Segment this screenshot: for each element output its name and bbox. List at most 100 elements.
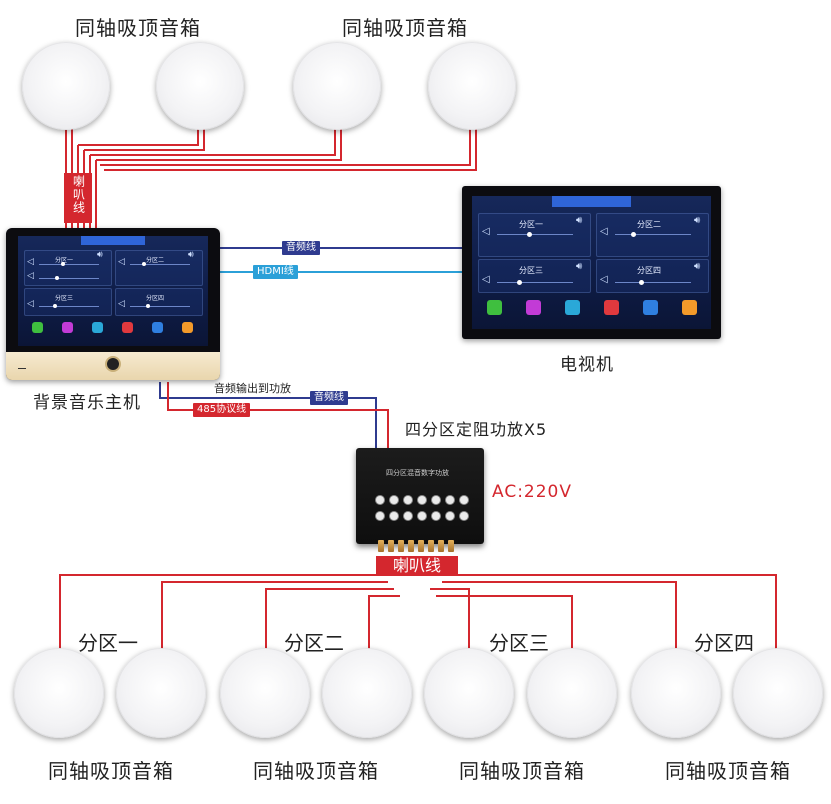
tv-tab-2[interactable] bbox=[551, 196, 632, 207]
amp-knob[interactable] bbox=[390, 512, 398, 520]
volume-low-icon: ◁ bbox=[118, 299, 125, 309]
bluetooth-icon[interactable] bbox=[92, 322, 103, 333]
host-tab-2[interactable] bbox=[81, 236, 145, 245]
tv-zone-card-2[interactable]: 分区二 🔊︎ ◁ bbox=[596, 213, 709, 257]
compass-icon[interactable] bbox=[152, 322, 163, 333]
bottom-speaker-label-2: 同轴吸顶音箱 bbox=[253, 759, 379, 783]
tv-tab-1[interactable] bbox=[472, 196, 552, 207]
tv-zone-card-1[interactable]: 分区一 🔊︎ ◁ bbox=[478, 213, 591, 257]
slider-knob[interactable] bbox=[61, 262, 65, 266]
volume-slider[interactable] bbox=[39, 306, 99, 307]
bottom-speaker-label-1: 同轴吸顶音箱 bbox=[48, 759, 174, 783]
host-zone-name: 分区四 bbox=[146, 295, 165, 302]
volume-low-icon: ◁ bbox=[118, 257, 125, 267]
volume-slider[interactable] bbox=[130, 306, 190, 307]
slider-knob[interactable] bbox=[142, 262, 146, 266]
amp-knob[interactable] bbox=[418, 496, 426, 504]
amp-terminal bbox=[428, 540, 434, 552]
tv-tab-3[interactable] bbox=[631, 196, 711, 207]
amp-terminal bbox=[398, 540, 404, 552]
host-zone-card-2[interactable]: 分区二 🔊︎ ◁ bbox=[115, 250, 203, 286]
web-icon[interactable] bbox=[62, 322, 73, 333]
tv-zone-name: 分区四 bbox=[637, 266, 661, 275]
amp-knob[interactable] bbox=[446, 512, 454, 520]
audio-wire-amp bbox=[159, 382, 377, 450]
volume-slider[interactable] bbox=[497, 282, 573, 283]
volume-slider[interactable] bbox=[497, 234, 573, 235]
amp-knob[interactable] bbox=[418, 512, 426, 520]
ceiling-speaker-bottom-6 bbox=[527, 648, 617, 738]
amp-knob[interactable] bbox=[460, 512, 468, 520]
host-zone-card-1[interactable]: 分区一 🔊︎ ◁ ◁ bbox=[24, 250, 112, 286]
amp-title: 四分区定阻功放X5 bbox=[405, 420, 548, 439]
tv-tabbar bbox=[472, 196, 711, 207]
volume-slider[interactable] bbox=[615, 282, 691, 283]
bluetooth-icon[interactable] bbox=[565, 300, 580, 315]
protocol-cable-label: 485协议线 bbox=[193, 403, 251, 417]
tv-zone-card-4[interactable]: 分区四 🔊︎ ◁ bbox=[596, 259, 709, 293]
volume-slider[interactable] bbox=[39, 278, 99, 279]
slider-knob[interactable] bbox=[639, 280, 644, 285]
slider-knob[interactable] bbox=[53, 304, 57, 308]
host-zone-name: 分区一 bbox=[55, 257, 74, 264]
host-zone-card-3[interactable]: 分区三 ◁ bbox=[24, 288, 112, 316]
slider-knob[interactable] bbox=[631, 232, 636, 237]
amp-terminal bbox=[388, 540, 394, 552]
bottom-speaker-wires bbox=[59, 574, 777, 650]
ceiling-speaker-bottom-2 bbox=[116, 648, 206, 738]
settings-icon[interactable] bbox=[182, 322, 193, 333]
bezel-mark bbox=[18, 368, 26, 369]
amp-knob[interactable] bbox=[460, 496, 468, 504]
amp-knob[interactable] bbox=[390, 496, 398, 504]
aux-icon[interactable] bbox=[122, 322, 133, 333]
audio-cable-label: 音频线 bbox=[282, 241, 320, 255]
slider-knob[interactable] bbox=[527, 232, 532, 237]
amp-knob[interactable] bbox=[432, 496, 440, 504]
tv-screen: 分区一 🔊︎ ◁ 分区二 🔊︎ ◁ 分区三 🔊︎ ◁ 分区四 🔊︎ ◁ bbox=[472, 196, 711, 329]
web-icon[interactable] bbox=[526, 300, 541, 315]
zone-label-4: 分区四 bbox=[694, 631, 754, 655]
ceiling-speaker-top-4 bbox=[428, 42, 516, 130]
tv-zone-name: 分区三 bbox=[519, 266, 543, 275]
home-button[interactable] bbox=[107, 358, 119, 370]
amp-knob[interactable] bbox=[376, 512, 384, 520]
volume-slider[interactable] bbox=[39, 264, 99, 265]
slider-knob[interactable] bbox=[55, 276, 59, 280]
host-screen: 分区一 🔊︎ ◁ ◁ 分区二 🔊︎ ◁ 分区三 ◁ 分区四 ◁ bbox=[18, 236, 208, 346]
volume-low-icon: ◁ bbox=[482, 226, 490, 237]
host-tab-1[interactable] bbox=[18, 236, 81, 245]
amp-knob[interactable] bbox=[446, 496, 454, 504]
amp-knob[interactable] bbox=[404, 496, 412, 504]
amp-terminal bbox=[438, 540, 444, 552]
amp-knob[interactable] bbox=[376, 496, 384, 504]
slider-knob[interactable] bbox=[517, 280, 522, 285]
slider-knob[interactable] bbox=[146, 304, 150, 308]
compass-icon[interactable] bbox=[643, 300, 658, 315]
volume-low-icon: ◁ bbox=[27, 257, 34, 267]
host-tab-3[interactable] bbox=[145, 236, 208, 245]
music-icon[interactable] bbox=[32, 322, 43, 333]
volume-slider[interactable] bbox=[615, 234, 691, 235]
host-zone-card-4[interactable]: 分区四 ◁ bbox=[115, 288, 203, 316]
settings-icon[interactable] bbox=[682, 300, 697, 315]
amp-terminal bbox=[448, 540, 454, 552]
bottom-speaker-label-3: 同轴吸顶音箱 bbox=[459, 759, 585, 783]
top-speaker-cable-label: 喇叭线 bbox=[64, 173, 92, 223]
amp-knob[interactable] bbox=[432, 512, 440, 520]
tv-caption: 电视机 bbox=[560, 355, 614, 375]
volume-low-icon: ◁ bbox=[27, 271, 34, 281]
zone-label-1: 分区一 bbox=[78, 631, 138, 655]
tv-zone-name: 分区二 bbox=[637, 220, 661, 229]
volume-slider[interactable] bbox=[130, 264, 190, 265]
hdmi-cable-label: HDMI线 bbox=[253, 265, 298, 279]
host-caption: 背景音乐主机 bbox=[33, 393, 141, 413]
volume-icon: 🔊︎ bbox=[694, 215, 701, 226]
music-icon[interactable] bbox=[487, 300, 502, 315]
top-speaker-wires bbox=[65, 128, 477, 228]
aux-icon[interactable] bbox=[604, 300, 619, 315]
tv-zone-card-3[interactable]: 分区三 🔊︎ ◁ bbox=[478, 259, 591, 293]
top-right-speaker-label: 同轴吸顶音箱 bbox=[342, 16, 468, 40]
volume-low-icon: ◁ bbox=[482, 274, 490, 285]
amp-knob[interactable] bbox=[404, 512, 412, 520]
